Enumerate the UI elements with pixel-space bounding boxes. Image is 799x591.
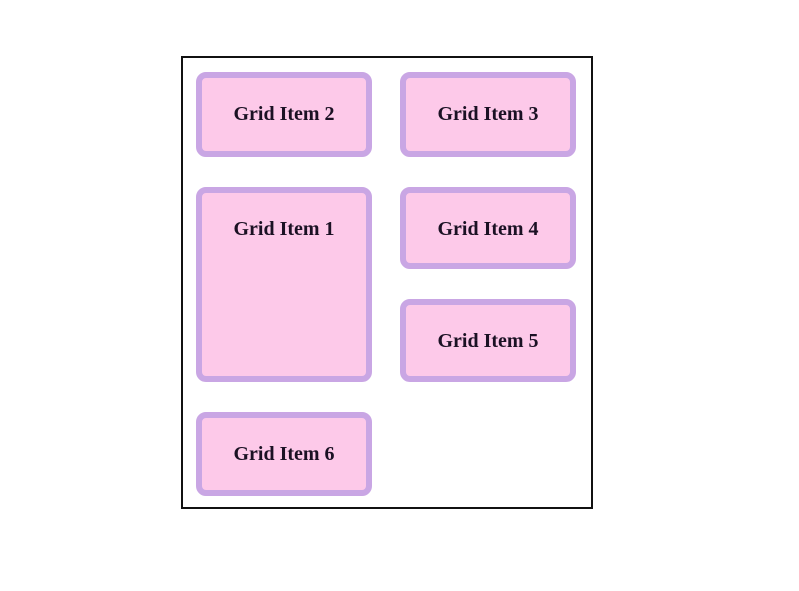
grid-item-5: Grid Item 5	[400, 299, 576, 382]
grid-item-4: Grid Item 4	[400, 187, 576, 269]
grid-item-3-label: Grid Item 3	[437, 103, 539, 125]
grid-item-5-label: Grid Item 5	[437, 330, 539, 352]
grid-item-4-label: Grid Item 4	[437, 218, 539, 240]
grid-item-2: Grid Item 2	[196, 72, 372, 157]
grid-container: Grid Item 1 Grid Item 2 Grid Item 3 Grid…	[181, 56, 593, 509]
grid-item-6-label: Grid Item 6	[233, 443, 335, 465]
grid-item-6: Grid Item 6	[196, 412, 372, 496]
grid-item-3: Grid Item 3	[400, 72, 576, 157]
grid-item-1-label: Grid Item 1	[233, 218, 335, 240]
grid-item-1: Grid Item 1	[196, 187, 372, 382]
grid-item-2-label: Grid Item 2	[233, 103, 335, 125]
